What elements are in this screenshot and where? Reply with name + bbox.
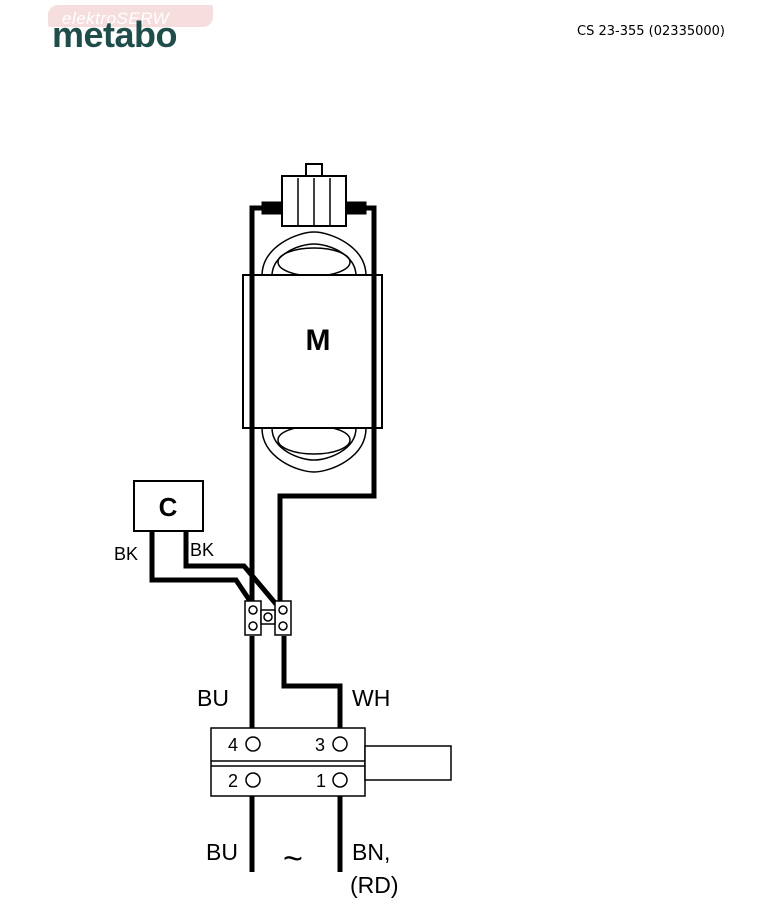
supply-ac-symbol: ~	[283, 840, 303, 878]
brand-name: metabo	[52, 14, 178, 55]
field-coil-lower	[261, 425, 367, 473]
supply-label-rd: (RD)	[350, 872, 399, 898]
supply-label-bu: BU	[206, 839, 238, 865]
motor-label: M	[306, 324, 331, 357]
capacitor-label: C	[159, 492, 178, 522]
terminal-2-label: 2	[228, 771, 238, 791]
switch-block	[210, 727, 452, 797]
motor-block	[242, 274, 383, 429]
brand-logo: elektroSERW metabo	[40, 2, 215, 55]
terminal-4-label: 4	[228, 735, 238, 755]
wire-label-wh: WH	[352, 685, 390, 711]
capacitor-block	[133, 480, 204, 532]
capacitor-wire-left-label: BK	[114, 544, 138, 564]
watermark-badge: elektroSERW	[48, 5, 213, 28]
watermark-text: elektroSERW	[62, 9, 170, 28]
terminal-3-label: 3	[315, 735, 325, 755]
connector-block	[244, 600, 292, 636]
brush-holder	[261, 163, 367, 227]
model-code: CS 23-355 (02335000)	[577, 24, 725, 39]
wire-label-bu-upper: BU	[197, 685, 229, 711]
field-coil-upper	[261, 231, 367, 277]
terminal-1-label: 1	[316, 771, 326, 791]
capacitor-wire-right-label: BK	[190, 540, 214, 560]
supply-label-bn: BN,	[352, 839, 390, 865]
wires	[149, 205, 377, 872]
